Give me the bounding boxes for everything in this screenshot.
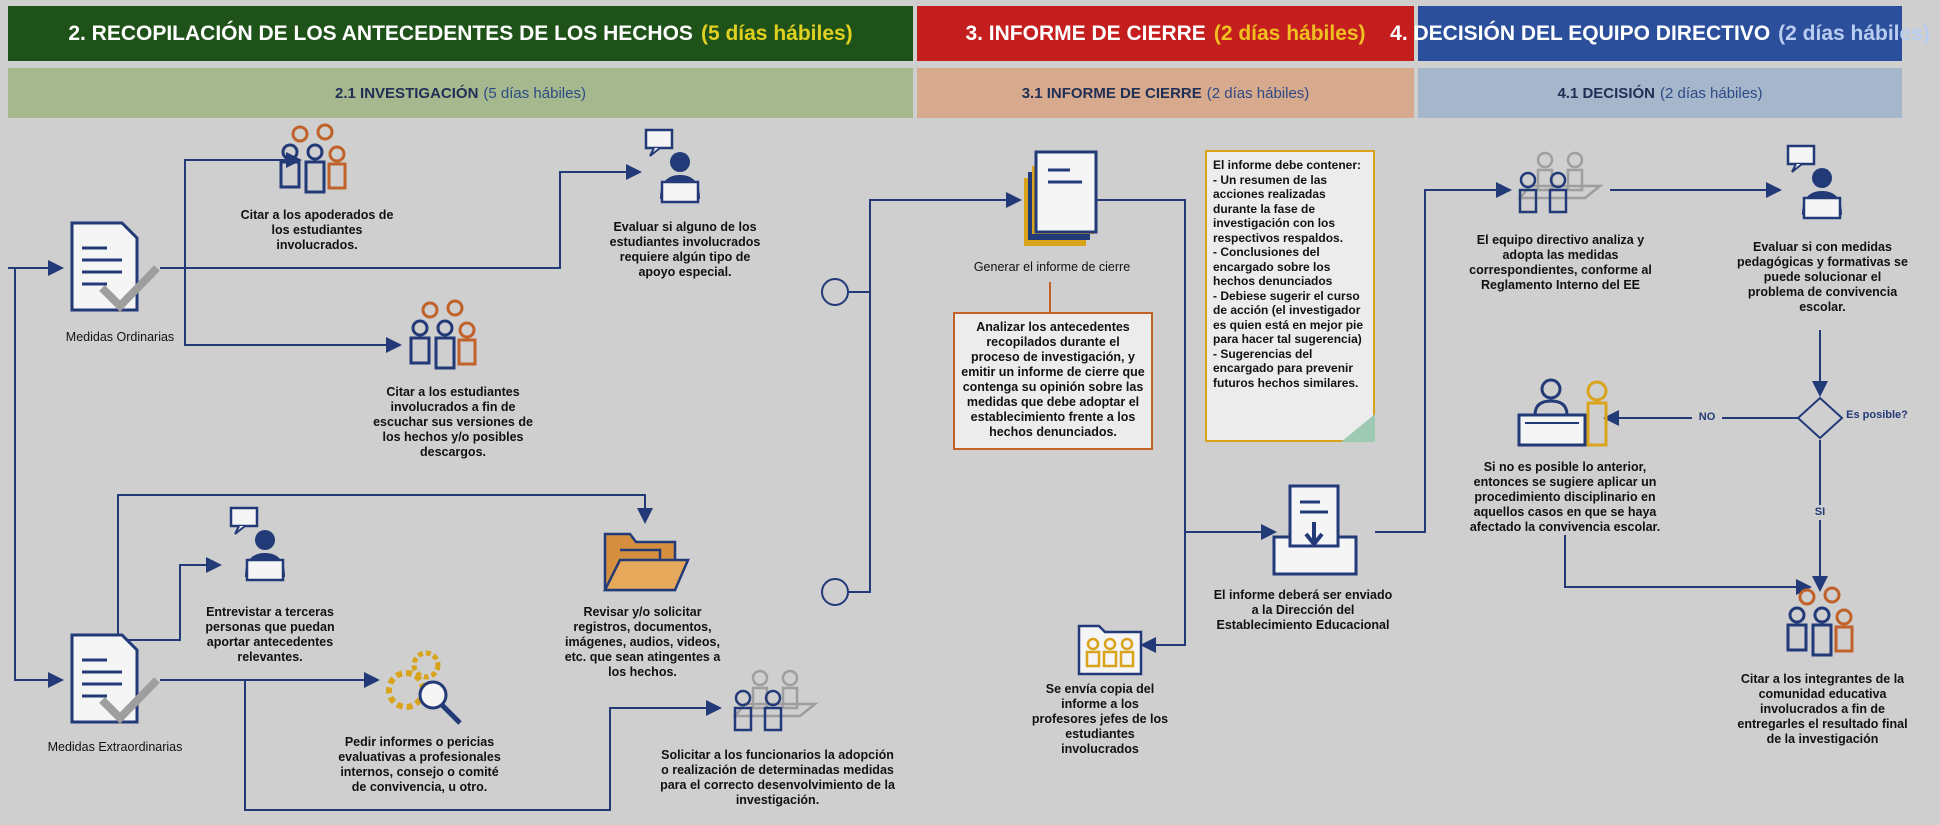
meeting-icon	[725, 668, 825, 743]
subheader-title: 2.1 INVESTIGACIÓN	[335, 84, 479, 102]
copia-profesores-label: Se envía copia del informe a los profeso…	[1031, 682, 1169, 756]
citar-apoderados-label: Citar a los apoderados de los estudiante…	[240, 208, 394, 252]
header-title: 3. INFORME DE CIERRE	[965, 21, 1206, 45]
subheader-days: (2 días hábiles)	[1659, 84, 1763, 102]
person-speech-icon	[225, 505, 300, 590]
inbox-document-icon	[1270, 482, 1360, 587]
revisar-label: Revisar y/o solicitar registros, documen…	[564, 605, 721, 679]
header-days: (2 días hábiles)	[1213, 21, 1366, 45]
people-group-icon	[1782, 585, 1862, 670]
subheader-title: 4.1 DECISIÓN	[1557, 84, 1655, 102]
note-item: - Un resumen de las acciones realizadas …	[1213, 172, 1344, 245]
enviado-direccion-label: El informe deberá ser enviado a la Direc…	[1213, 588, 1393, 632]
note-title: El informe debe contener:	[1213, 158, 1362, 172]
si-label: SI	[1808, 505, 1832, 520]
citar-integrantes-label: Citar a los integrantes de la comunidad …	[1737, 672, 1908, 746]
header-recopilacion: 2. RECOPILACIÓN DE LOS ANTECEDENTES DE L…	[8, 6, 913, 61]
header-days: (2 días hábiles)	[1778, 21, 1930, 45]
person-speech-icon	[640, 127, 715, 212]
person-desk-icon	[1515, 373, 1615, 458]
folder-icon	[600, 522, 690, 602]
pedir-informes-label: Pedir informes o pericias evaluativas a …	[338, 735, 501, 794]
no-posible-label: Si no es posible lo anterior, entonces s…	[1469, 460, 1661, 534]
header-informe: 3. INFORME DE CIERRE (2 días hábiles)	[917, 6, 1414, 61]
no-label: NO	[1692, 410, 1722, 425]
page-curl-icon	[1341, 414, 1375, 442]
subheader-days: (5 días hábiles)	[483, 84, 586, 102]
note-item: - Debiese sugerir el curso de acción (el…	[1213, 288, 1364, 347]
folder-people-icon	[1075, 618, 1145, 683]
evaluar-apoyo-label: Evaluar si alguno de los estudiantes inv…	[609, 220, 761, 279]
equipo-analiza-label: El equipo directivo analiza y adopta las…	[1469, 233, 1652, 292]
header-days: (5 días hábiles)	[700, 21, 853, 45]
medidas-extraordinarias-label: Medidas Extraordinarias	[47, 740, 183, 754]
people-group-icon	[405, 298, 485, 383]
header-title: 4. DECISIÓN DEL EQUIPO DIRECTIVO	[1390, 21, 1771, 45]
document-check-icon	[62, 218, 162, 323]
subheader-days: (2 días hábiles)	[1206, 84, 1310, 102]
medidas-ordinarias-label: Medidas Ordinarias	[65, 330, 175, 344]
meeting-icon	[1510, 150, 1610, 225]
stacked-documents-icon	[1020, 148, 1100, 253]
note-item: - Conclusiones del encargado sobre los h…	[1213, 245, 1333, 288]
subheader-investigacion: 2.1 INVESTIGACIÓN (5 días hábiles)	[8, 68, 913, 118]
evaluar-medidas-label: Evaluar si con medidas pedagógicas y for…	[1737, 240, 1908, 314]
analizar-box: Analizar los antecedentes recopilados du…	[953, 312, 1153, 450]
person-speech-icon	[1782, 143, 1857, 228]
generar-informe-label: Generar el informe de cierre	[973, 260, 1131, 274]
entrevistar-label: Entrevistar a terceras personas que pued…	[205, 605, 335, 664]
subheader-title: 3.1 INFORME DE CIERRE	[1021, 84, 1202, 102]
gears-search-icon	[378, 645, 468, 730]
solicitar-funcionarios-label: Solicitar a los funcionarios la adopción…	[660, 748, 895, 807]
header-decision: 4. DECISIÓN DEL EQUIPO DIRECTIVO (2 días…	[1390, 6, 1930, 61]
subheader-informe: 3.1 INFORME DE CIERRE (2 días hábiles)	[917, 68, 1414, 118]
note-item: - Sugerencias del encargado para preveni…	[1213, 346, 1359, 390]
citar-estudiantes-label: Citar a los estudiantes involucrados a f…	[373, 385, 533, 459]
document-check-icon	[62, 630, 162, 735]
es-posible-label: Es posible?	[1846, 409, 1908, 421]
people-group-icon	[275, 122, 355, 207]
subheader-decision: 4.1 DECISIÓN (2 días hábiles)	[1418, 68, 1902, 118]
header-title: 2. RECOPILACIÓN DE LOS ANTECEDENTES DE L…	[68, 21, 693, 45]
informe-contener-note: El informe debe contener: - Un resumen d…	[1205, 150, 1375, 442]
